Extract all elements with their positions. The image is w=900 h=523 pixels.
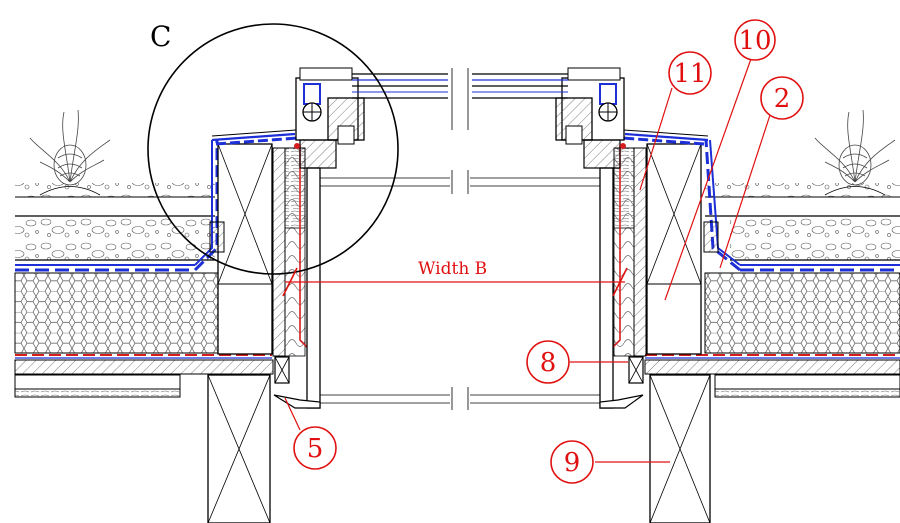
right-deck [644,359,900,375]
left-deck [14,359,274,375]
callout-5 [293,426,337,470]
left-window-lining [272,67,448,409]
left-plant-icon [29,109,111,196]
callout-label-10: 10 [738,26,771,56]
left-insulation [14,272,221,354]
callout-8 [526,340,570,384]
right-upstand-timber [646,143,702,355]
callout-label-8: 8 [540,348,557,378]
callout-label-5: 5 [307,434,324,464]
right-gravel-layer [705,183,900,197]
right-insulation [704,272,900,354]
left-drainage-layer [15,216,215,260]
left-upstand-timber [217,143,273,355]
width-dimension [282,267,628,297]
callout-11 [668,51,712,95]
callout-10 [734,19,776,61]
callout-2 [760,76,804,120]
callout-9 [550,440,594,484]
callout-label-11: 11 [673,59,706,89]
dimension-label: Width B [418,259,487,279]
callout-label-2: 2 [774,84,791,114]
callout-leaders [284,55,771,463]
left-roof-buildup [14,129,299,523]
detail-circle [147,23,399,275]
right-window-lining [472,67,647,409]
right-drainage-layer [730,216,900,260]
detail-label: C [150,20,171,53]
callout-label-9: 9 [564,448,581,478]
right-roof-buildup [621,129,900,523]
right-plant-icon [814,109,896,196]
opening-break-lines [320,68,600,410]
left-gravel-layer [15,183,215,197]
